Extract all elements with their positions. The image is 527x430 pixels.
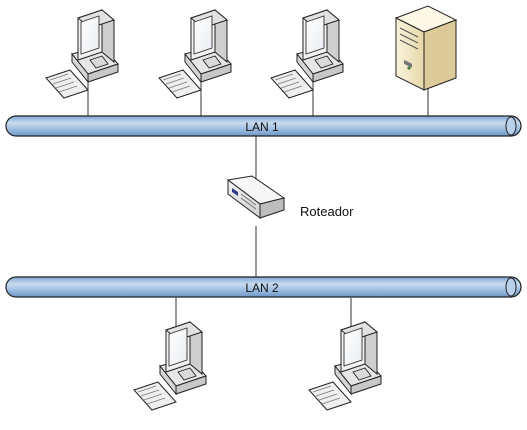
- lan2-bus: LAN 2: [5, 276, 522, 298]
- server-icon: [394, 5, 458, 91]
- lan1-label: LAN 1: [245, 120, 279, 134]
- router-label: Roteador: [300, 204, 354, 219]
- router-icon: [226, 175, 286, 219]
- workstation-3-icon: [270, 9, 344, 99]
- workstation-5-icon: [308, 321, 382, 411]
- lan1-bus: LAN 1: [5, 115, 522, 137]
- lan2-label: LAN 2: [245, 281, 279, 295]
- workstation-1-icon: [45, 9, 119, 99]
- workstation-2-icon: [158, 9, 232, 99]
- connector-lines: [87, 80, 429, 348]
- workstation-4-icon: [133, 321, 207, 411]
